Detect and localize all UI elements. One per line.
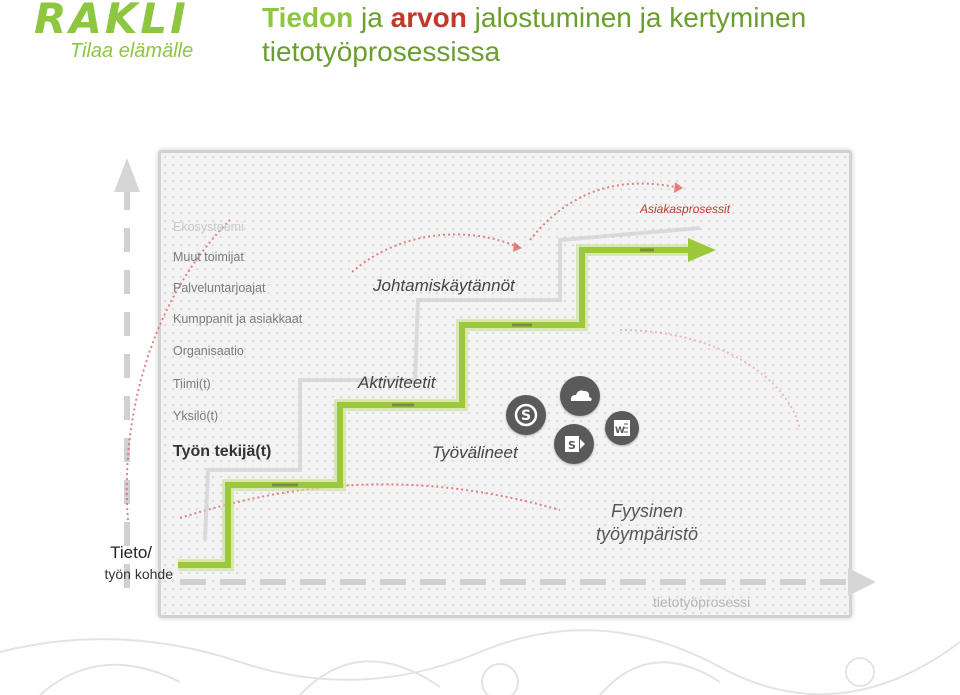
skype-icon: S <box>506 395 546 435</box>
level-yksilot: Yksilö(t) <box>173 409 219 423</box>
red-dotted-arrows <box>125 182 801 521</box>
svg-text:W: W <box>615 426 625 436</box>
level-ekosysteemi: Ekosysteemi <box>173 220 244 234</box>
label-fyysinen-tyoymparisto: Fyysinen työympäristö <box>585 500 709 546</box>
label-tyovalineet: Työvälineet <box>432 443 518 462</box>
title-word-arvon: arvon <box>390 2 467 33</box>
rakli-tagline: Tilaa elämälle <box>70 40 194 62</box>
sharepoint-icon: S <box>554 424 594 464</box>
arrow-right-curve <box>619 329 801 431</box>
y-axis-label-line2: työn kohde <box>104 566 174 582</box>
word-icon: W <box>605 411 639 445</box>
diagram-panel <box>158 150 852 618</box>
level-palveluntarjoajat: Palveluntarjoajat <box>173 281 266 295</box>
label-johtamiskaytannot: Johtamiskäytännöt <box>373 276 515 295</box>
y-axis <box>114 158 140 588</box>
fyysinen-line2: työympäristö <box>595 524 699 544</box>
y-axis-label: Tieto/ työn kohde <box>98 540 188 586</box>
level-tyon-tekijat: Työn tekijä(t) <box>173 443 272 460</box>
y-axis-label-line1: Tieto/ <box>110 543 152 562</box>
arrow-top-curve <box>529 182 681 241</box>
svg-text:S: S <box>521 408 531 424</box>
label-asiakasprosessit: Asiakasprosessit <box>640 202 731 216</box>
title-rest: jalostuminen ja kertyminen tietotyöprose… <box>262 2 807 67</box>
value-staircase <box>178 238 716 571</box>
staircase-shadow <box>203 226 701 541</box>
onedrive-icon <box>560 376 600 416</box>
level-kumppanit: Kumppanit ja asiakkaat <box>173 312 303 326</box>
arrow-mid-curve <box>351 233 521 273</box>
fyysinen-line1: Fyysinen <box>610 501 684 521</box>
svg-text:S: S <box>568 439 576 452</box>
level-muut-toimijat: Muut toimijat <box>173 250 244 264</box>
rakli-logo: RAKLI <box>34 0 189 43</box>
level-tiimit: Tiimi(t) <box>173 377 211 391</box>
level-organisaatio: Organisaatio <box>173 344 244 358</box>
title-word-tiedon: Tiedon <box>262 2 354 33</box>
label-aktiviteetit: Aktiviteetit <box>358 373 436 392</box>
title-word-ja: ja <box>353 2 391 33</box>
arrow-bottom-curve <box>179 483 561 519</box>
arrow-left-curve <box>125 219 231 521</box>
page-title: Tiedon ja arvon jalostuminen ja kertymin… <box>262 1 922 69</box>
x-axis <box>180 568 876 596</box>
decorative-map-background <box>0 629 960 695</box>
x-axis-label: tietotyöprosessi <box>653 594 751 610</box>
